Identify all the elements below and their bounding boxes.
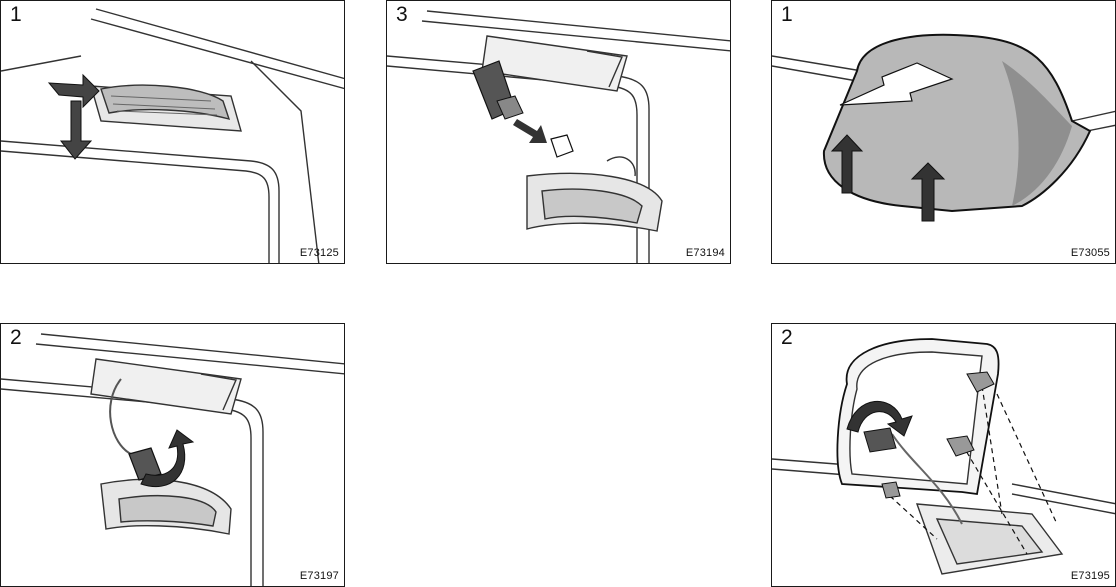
figure-code: E73195 [1071,570,1110,582]
figure-code: E73125 [300,247,339,259]
step-number: 2 [781,327,793,348]
bulb-icon [551,135,573,157]
step-number: 1 [781,4,793,25]
figure-code: E73197 [300,570,339,582]
figure-code: E73194 [686,247,725,259]
socket-twist-illustration [1,324,345,587]
step-number: 1 [10,4,22,25]
step-number: 3 [396,4,408,25]
connector-icon [864,428,896,452]
diagram-panel-step-1-cover: 1 E73055 [771,0,1116,264]
diagram-panel-step-1-lens: 1 E73125 [0,0,345,264]
mirror-clips-illustration [772,324,1116,587]
arrow-right-down-icon [513,119,547,143]
up-down-arrow-icon [49,75,99,159]
diagram-panel-step-2-clips: 2 E73195 [771,323,1116,587]
bumper-lens-illustration [1,1,345,264]
cover-lift-illustration [772,1,1116,264]
figure-code: E73055 [1071,247,1110,259]
socket-bulb-illustration [387,1,731,264]
step-number: 2 [10,327,22,348]
diagram-panel-step-3-bulb: 3 E73194 [386,0,731,264]
diagram-panel-step-2-socket: 2 E73197 [0,323,345,587]
